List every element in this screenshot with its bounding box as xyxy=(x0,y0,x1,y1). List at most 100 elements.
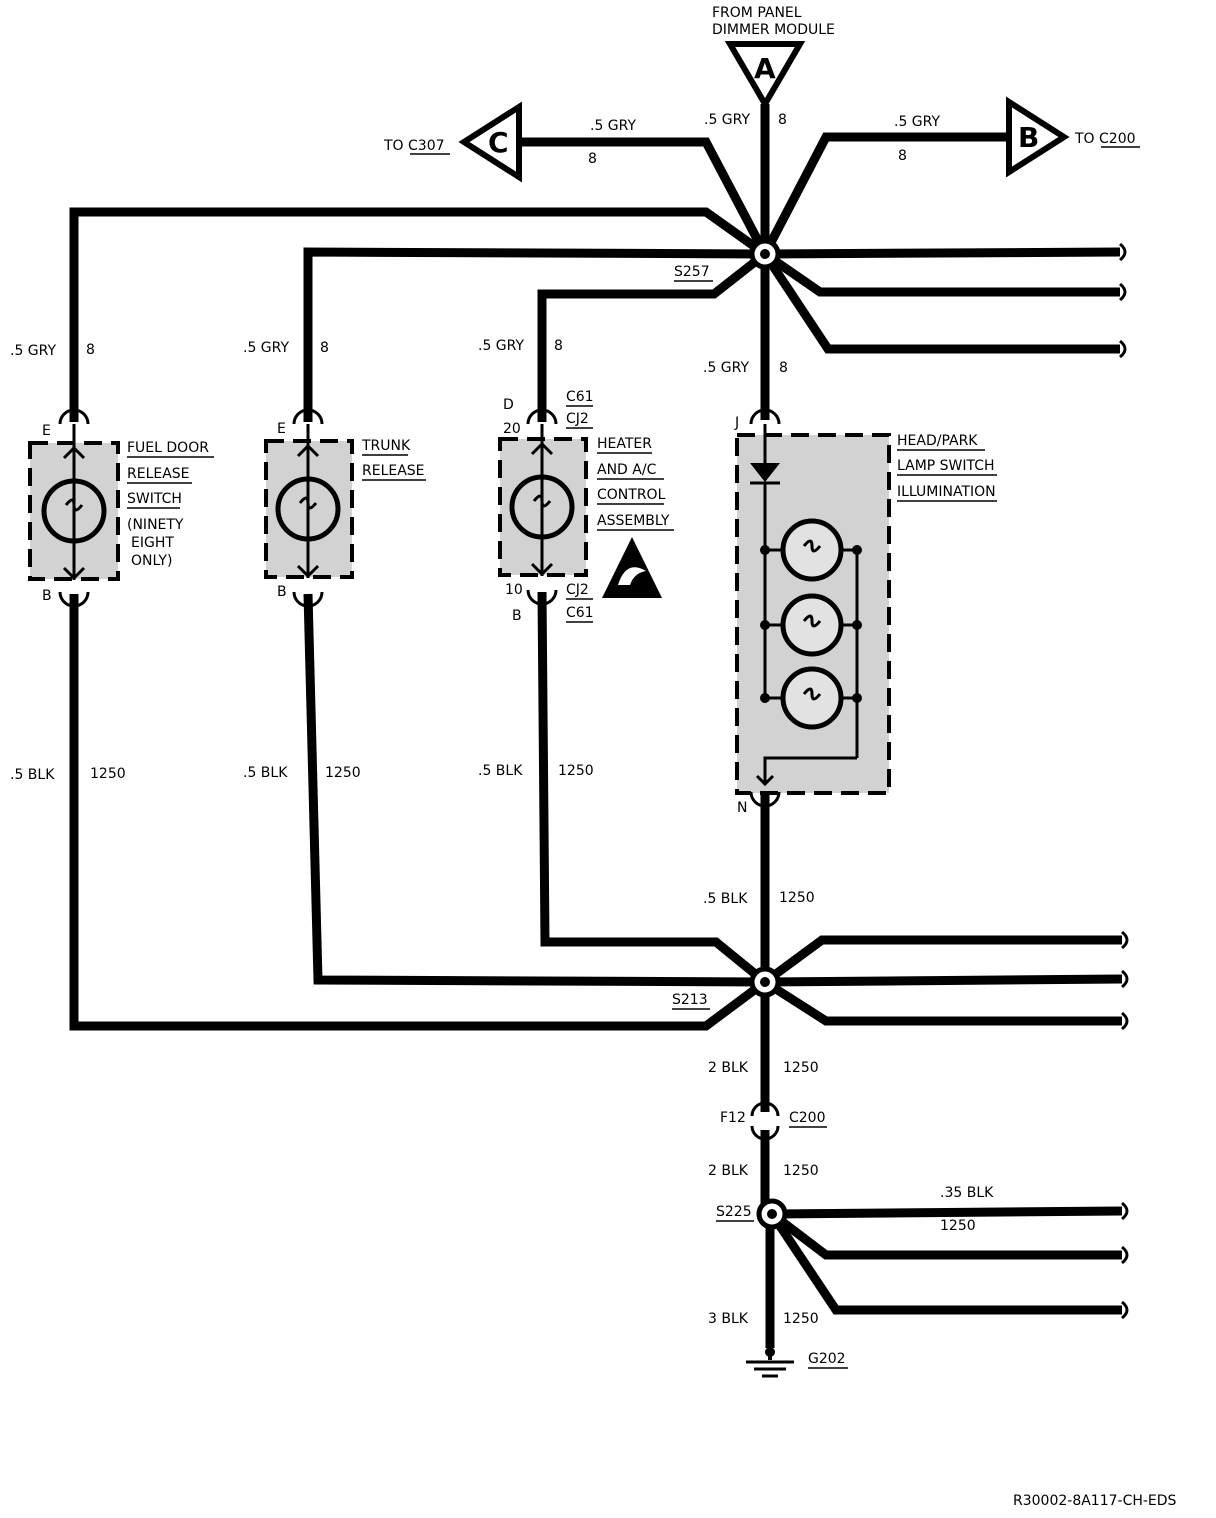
fuel-label-2: RELEASE xyxy=(127,466,190,482)
main-ground-circuit: 1250 xyxy=(783,1060,819,1076)
ground-fuel-wire xyxy=(69,594,768,1031)
heater-lamp-icon xyxy=(509,474,575,540)
wire-b-size: .5 GRY xyxy=(894,114,940,130)
feed-heater-wire xyxy=(537,250,768,422)
ground-icon xyxy=(746,1347,794,1378)
head-pin-bottom: N xyxy=(737,800,747,816)
heater-label-2: AND A/C xyxy=(597,462,657,478)
branch-s225-1 xyxy=(771,1206,1123,1219)
branch-s213-2 xyxy=(764,974,1123,987)
fuel-feed-size: .5 GRY xyxy=(10,343,56,359)
wire-a-circuit: 8 xyxy=(778,112,787,128)
heater-feed-size: .5 GRY xyxy=(478,338,524,354)
g202-label: G202 xyxy=(808,1351,846,1367)
head-ground-circuit: 1250 xyxy=(779,890,815,906)
lamp-2-icon xyxy=(765,593,857,657)
connector-b-letter: B xyxy=(1018,121,1039,154)
branch-s257-3 xyxy=(761,251,1120,354)
heater-ac-control-assembly: D 20 C61 CJ2 10 B CJ2 C61 HEATER AND A/C… xyxy=(498,389,674,624)
feed-fuel-wire xyxy=(69,207,768,422)
head-park-lamp-switch-illumination: J N HEAD/PARK LAMP SWITCH ILLUMINATION xyxy=(734,408,997,816)
connector-c: C xyxy=(458,101,522,183)
trunk-label-1: TRUNK xyxy=(361,438,411,454)
c200-label: C200 xyxy=(789,1110,826,1126)
lamp-1-icon xyxy=(765,518,857,582)
wire-c xyxy=(519,137,769,257)
lamp-3-icon xyxy=(765,666,857,730)
branch-s225-size: .35 BLK xyxy=(940,1185,994,1201)
g202-wire-circuit: 1250 xyxy=(783,1311,819,1327)
connector-c-letter: C xyxy=(488,126,509,159)
head-feed-size: .5 GRY xyxy=(703,360,749,376)
fuel-lamp-icon xyxy=(41,478,107,544)
trunk-release-switch: E B TRUNK RELEASE xyxy=(264,408,426,608)
heater-pin-bottom-num: 10 xyxy=(505,582,523,598)
trunk-lamp-icon xyxy=(275,476,341,542)
ground-heater-wire xyxy=(537,591,768,986)
heater-conn-c61-top: C61 xyxy=(566,389,594,405)
trunk-pin-bottom: B xyxy=(277,584,287,600)
branch-s257-2 xyxy=(762,250,1120,297)
esd-warning-icon xyxy=(602,537,662,598)
fuel-note-2: EIGHT xyxy=(131,535,174,551)
trunk-label-2: RELEASE xyxy=(362,463,425,479)
from-panel-label: FROM PANEL xyxy=(712,5,802,21)
trunk-feed-size: .5 GRY xyxy=(243,340,289,356)
fuel-door-release-switch: E B FUEL DOOR RELEASE SWITCH (NINETY EIG… xyxy=(28,408,214,608)
after-c200-size: 2 BLK xyxy=(708,1163,749,1179)
diode-icon xyxy=(750,463,780,482)
heater-label-4: ASSEMBLY xyxy=(597,513,670,529)
heater-ground-circuit: 1250 xyxy=(558,763,594,779)
diagram-code: R30002-8A117-CH-EDS xyxy=(1013,1493,1177,1509)
trunk-ground-circuit: 1250 xyxy=(325,765,361,781)
connector-a-letter: A xyxy=(754,52,776,85)
head-label-3: ILLUMINATION xyxy=(897,484,996,500)
feed-trunk-wire xyxy=(303,247,766,422)
head-label-2: LAMP SWITCH xyxy=(897,458,995,474)
c200-pin: F12 xyxy=(720,1110,746,1126)
to-c307-label: TO C307 xyxy=(383,138,445,154)
to-c200-label: TO C200 xyxy=(1074,131,1136,147)
branch-s257-1 xyxy=(764,247,1121,259)
wire-b xyxy=(761,132,1009,257)
head-ground-size: .5 BLK xyxy=(703,891,748,907)
ground-trunk-wire xyxy=(303,593,766,987)
wire-a-size: .5 GRY xyxy=(704,112,750,128)
fuel-pin-bottom: B xyxy=(42,588,52,604)
head-label-1: HEAD/PARK xyxy=(897,433,978,449)
splice-s225-label: S225 xyxy=(716,1204,752,1220)
heater-ground-size: .5 BLK xyxy=(478,763,523,779)
fuel-feed-circuit: 8 xyxy=(86,342,95,358)
wire-b-circuit: 8 xyxy=(898,148,907,164)
trunk-ground-size: .5 BLK xyxy=(243,765,288,781)
g202-wire-size: 3 BLK xyxy=(708,1311,749,1327)
branch-s225-3 xyxy=(768,1211,1122,1315)
branch-s225-circuit: 1250 xyxy=(940,1218,976,1234)
splice-s213-label: S213 xyxy=(672,992,708,1008)
fuel-note-1: (NINETY xyxy=(127,517,184,533)
after-c200-circuit: 1250 xyxy=(783,1163,819,1179)
wire-c-size: .5 GRY xyxy=(590,118,636,134)
main-ground-size: 2 BLK xyxy=(708,1060,749,1076)
splice-s257-label: S257 xyxy=(674,264,710,280)
dimmer-module-label: DIMMER MODULE xyxy=(712,22,835,38)
head-pin-top: J xyxy=(734,415,739,431)
heater-label-3: CONTROL xyxy=(597,487,666,503)
connector-a: A xyxy=(724,41,806,110)
branch-s225-2 xyxy=(769,1210,1122,1260)
connector-b: B xyxy=(1006,96,1070,178)
head-feed-circuit: 8 xyxy=(779,360,788,376)
trunk-feed-circuit: 8 xyxy=(320,340,329,356)
wire-c-circuit: 8 xyxy=(588,151,597,167)
fuel-label-3: SWITCH xyxy=(127,491,182,507)
heater-feed-circuit: 8 xyxy=(554,338,563,354)
heater-conn-cj2-bottom: CJ2 xyxy=(566,582,589,598)
heater-pin-top-num: 20 xyxy=(503,421,521,437)
branch-s213-1 xyxy=(762,935,1122,986)
fuel-label-1: FUEL DOOR xyxy=(127,440,209,456)
branch-s213-3 xyxy=(762,978,1122,1026)
heater-conn-cj2-top: CJ2 xyxy=(566,411,589,427)
fuel-ground-size: .5 BLK xyxy=(10,767,55,783)
heater-pin-bottom-letter: B xyxy=(512,608,522,624)
